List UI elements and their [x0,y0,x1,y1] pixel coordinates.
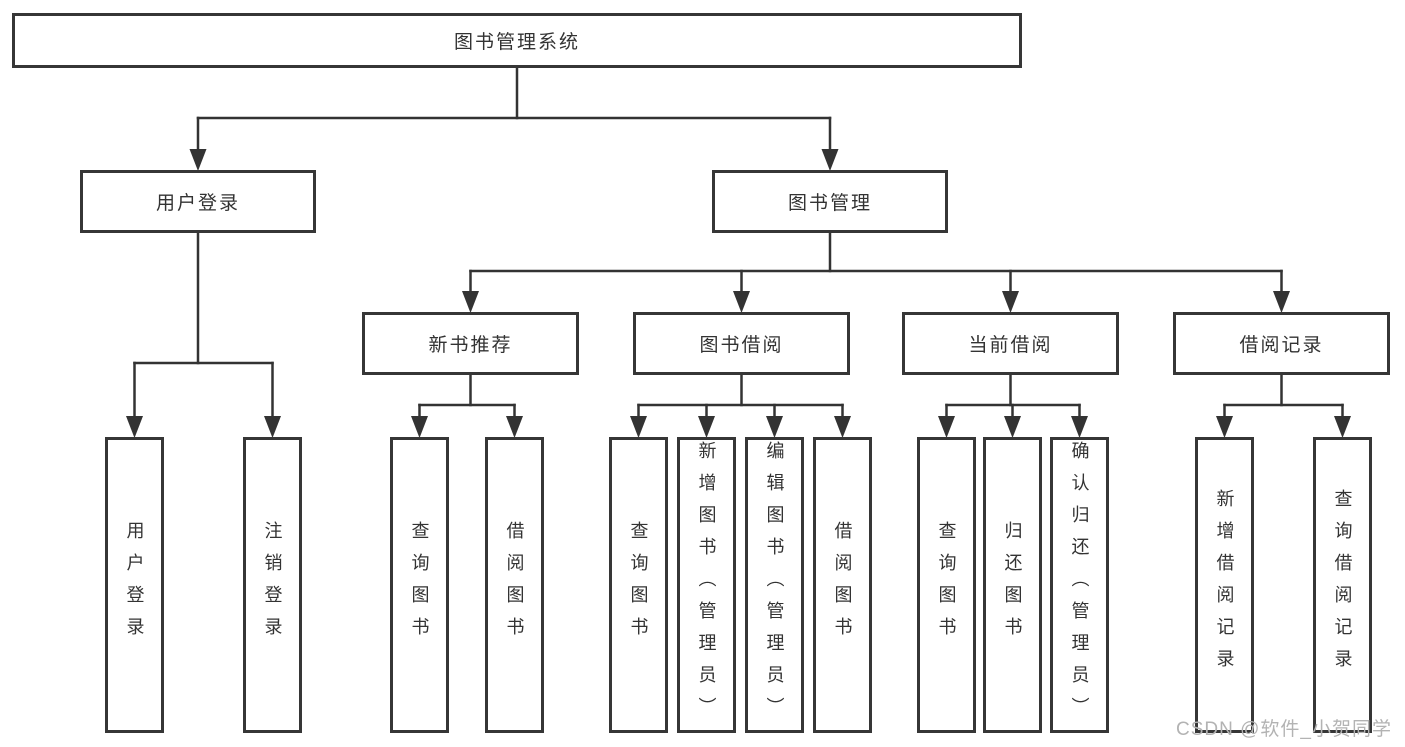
node-new-book-recommendation: 新书推荐 [362,312,579,375]
node-user-login-group: 用户登录 [80,170,316,233]
node-user-login: 用户登录 [105,437,164,733]
node-library-management-system: 图书管理系统 [12,13,1022,68]
node-query-borrow-record: 查询借阅记录 [1313,437,1372,733]
node-borrow-books: 借阅图书 [813,437,872,733]
watermark: CSDN @软件_小贺同学 [1176,719,1392,740]
node-query-books-recommend: 查询图书 [390,437,449,733]
node-edit-books-admin: 编辑图书（管理员） [745,437,804,733]
node-borrowing-records: 借阅记录 [1173,312,1390,375]
node-borrow-books-recommend: 借阅图书 [485,437,544,733]
node-query-books-current: 查询图书 [917,437,976,733]
node-current-borrowing: 当前借阅 [902,312,1119,375]
node-confirm-return-admin: 确认归还（管理员） [1050,437,1109,733]
node-add-books-admin: 新增图书（管理员） [677,437,736,733]
node-return-books: 归还图书 [983,437,1042,733]
node-logout: 注销登录 [243,437,302,733]
node-query-books-borrowing: 查询图书 [609,437,668,733]
node-book-management: 图书管理 [712,170,948,233]
node-book-borrowing: 图书借阅 [633,312,850,375]
node-add-borrow-record: 新增借阅记录 [1195,437,1254,733]
